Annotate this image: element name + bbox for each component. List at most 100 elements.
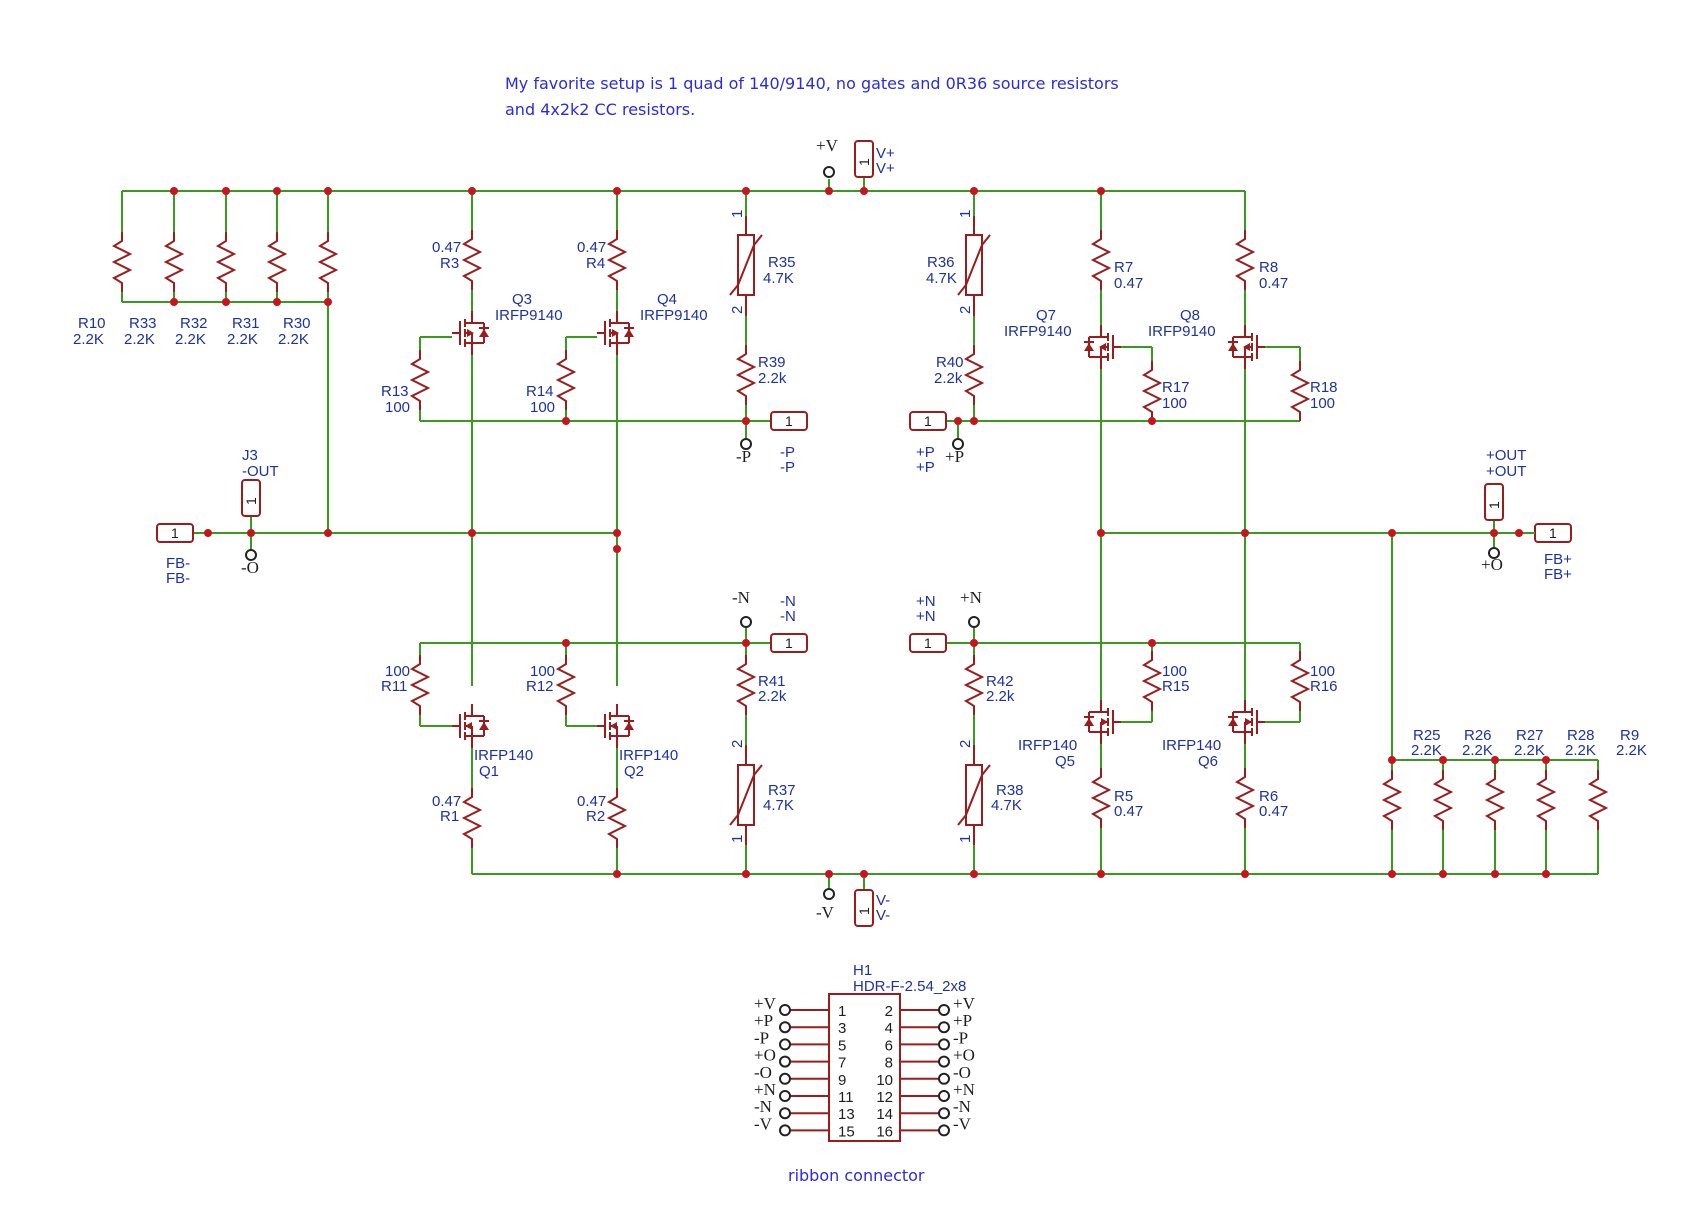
r36-value: 4.7K	[926, 270, 957, 287]
r4-ref: R4	[586, 255, 605, 272]
header-left-net-symbol	[779, 1090, 791, 1102]
junction-dots	[170, 187, 1550, 878]
q2-value: IRFP140	[619, 747, 678, 764]
r6-ref: R6	[1259, 788, 1278, 805]
thermistor-r37	[729, 745, 763, 845]
resistor-r12	[557, 654, 575, 716]
q4-value: IRFP9140	[640, 307, 708, 324]
r40-ref: R40	[936, 354, 964, 371]
resistor-r15	[1143, 650, 1161, 712]
thermistor-r36	[957, 216, 991, 316]
r32-value: 2.2K	[175, 331, 206, 348]
r11-ref: R11	[381, 678, 407, 695]
header-left-net-label: -V	[754, 1114, 773, 1133]
header-left-net-label: +V	[754, 994, 777, 1013]
header-left-net-label: -P	[754, 1028, 769, 1047]
header-left-net-label: -N	[754, 1097, 772, 1116]
r41-value: 2.2k	[758, 688, 787, 705]
header-right-pin-number: 6	[885, 1037, 893, 1054]
resistor-r17	[1143, 360, 1161, 422]
header-value: HDR-F-2.54_2x8	[853, 978, 966, 995]
supply-v-minus-label: -V	[816, 903, 835, 922]
r38-pin2: 2	[957, 740, 974, 748]
supply-p-plus-label: +P	[945, 447, 964, 466]
header-left-net-label: +N	[754, 1080, 776, 1099]
q8-ref: Q8	[1180, 307, 1200, 324]
header-right-net-label: -V	[953, 1114, 972, 1133]
pad-n-minus-name1: -N	[780, 593, 796, 610]
header-left-pin-number: 3	[838, 1020, 846, 1037]
resistor-r3	[463, 229, 481, 291]
q3-ref: Q3	[512, 291, 532, 308]
header-left-pin-number: 13	[838, 1106, 855, 1123]
q7-ref: Q7	[1036, 307, 1056, 324]
r36-ref: R36	[927, 254, 955, 271]
pad-v-minus-name1: V-	[876, 892, 890, 909]
supply-n-plus-label: +N	[960, 588, 982, 607]
supply-v-minus-symbol	[823, 888, 835, 900]
resistor-r13	[411, 349, 429, 411]
pad-v-minus-name2: V-	[876, 907, 890, 924]
resistor-r42	[965, 654, 983, 716]
r10-ref: R10	[78, 315, 106, 332]
thermistor-r38	[957, 745, 991, 845]
design-note-line1: My favorite setup is 1 quad of 140/9140,…	[505, 74, 1119, 93]
q6-ref: Q6	[1198, 753, 1218, 770]
q5-ref: Q5	[1055, 753, 1075, 770]
header-right-pin-number: 10	[876, 1072, 893, 1089]
r36-pin1: 1	[957, 210, 974, 218]
r36-pin2: 2	[957, 306, 974, 314]
header-left-pin-number: 9	[838, 1072, 846, 1089]
j3-ref: J3	[242, 447, 258, 464]
resistor-bank-right	[1383, 769, 1607, 831]
pad-p-minus-pin: 1	[785, 413, 793, 429]
r35-ref: R35	[768, 254, 796, 271]
pad-p-minus-name1: -P	[780, 444, 795, 461]
r30-value: 2.2K	[278, 331, 309, 348]
pad-p-plus-name1: +P	[916, 444, 935, 461]
header-left-net-label: +O	[754, 1046, 776, 1065]
header-left-net-label: +P	[754, 1011, 773, 1030]
r28-ref: R28	[1567, 727, 1595, 744]
header-right-net-symbol	[938, 1021, 950, 1034]
header-right-net-label: +O	[953, 1046, 975, 1065]
r42-value: 2.2k	[986, 688, 1015, 705]
supply-o-plus-symbol	[1488, 547, 1500, 559]
r18-value: 100	[1310, 395, 1335, 412]
header-caption: ribbon connector	[788, 1166, 925, 1185]
pad-fb-plus-name2: FB+	[1544, 566, 1572, 583]
q1-value: IRFP140	[474, 747, 533, 764]
r33-ref: R33	[129, 315, 157, 332]
header-right-net-symbol	[938, 1124, 950, 1137]
r41-ref: R41	[758, 673, 786, 690]
supply-p-minus-label: -P	[736, 447, 751, 466]
resistor-r4	[608, 229, 626, 291]
r3-ref: R3	[440, 255, 459, 272]
thermistor-r35	[729, 216, 763, 316]
r15-value: 100	[1162, 663, 1187, 680]
header-right-net-symbol	[938, 1038, 950, 1051]
resistor-r16	[1291, 650, 1309, 712]
mosfet-q1	[451, 703, 490, 749]
r3-value: 0.47	[432, 239, 461, 256]
pad-v-plus-name2: V+	[876, 160, 895, 177]
q2-ref: Q2	[624, 763, 644, 780]
r38-pin1: 1	[957, 835, 974, 843]
header-right-net-symbol	[938, 1090, 950, 1102]
pad-out-plus-name2: +OUT	[1486, 463, 1526, 480]
supply-p-plus-symbol	[952, 438, 964, 450]
pad-fb-plus-name1: FB+	[1544, 551, 1572, 568]
resistor-r40	[965, 344, 983, 406]
mosfet-q6	[1227, 699, 1266, 745]
r1-value: 0.47	[432, 793, 461, 810]
header-right-pin-number: 4	[885, 1020, 893, 1037]
header-right-net-label: -O	[953, 1063, 971, 1082]
header-left-net-symbol	[779, 1021, 791, 1034]
pad-n-plus-pin: 1	[924, 635, 932, 651]
r30-ref: R30	[283, 315, 311, 332]
j3-value: -OUT	[242, 463, 279, 480]
r18-ref: R18	[1310, 379, 1338, 396]
q6-value: IRFP140	[1162, 737, 1221, 754]
